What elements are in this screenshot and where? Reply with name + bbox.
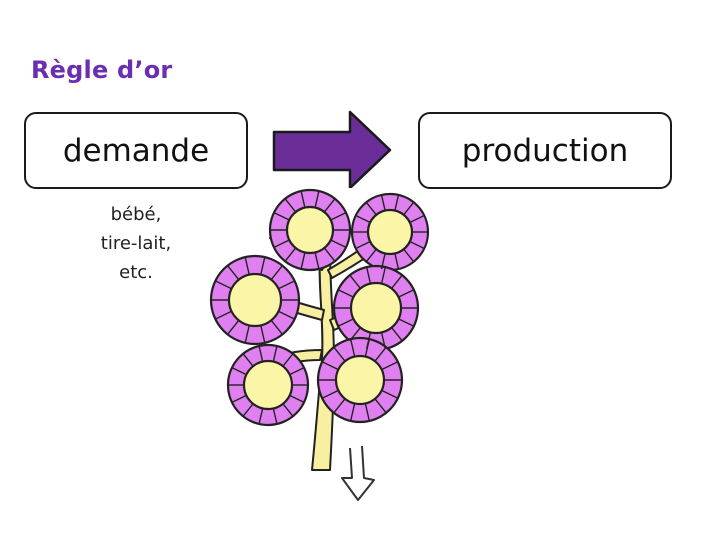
demand-label: demande	[62, 132, 210, 169]
cell-divider	[273, 212, 290, 221]
cell-divider	[244, 256, 250, 275]
cell-divider	[215, 310, 232, 320]
cell-divider	[394, 194, 400, 211]
cell-divider	[364, 338, 371, 357]
cell-divider	[284, 247, 297, 262]
demand-examples: bébé, tire-lait, etc.	[66, 200, 206, 287]
production-box: production	[418, 112, 672, 189]
cell-divider	[272, 408, 278, 425]
cell-divider	[330, 212, 347, 221]
cell-divider	[321, 361, 339, 371]
cell-divider	[374, 346, 387, 362]
cell-divider	[398, 289, 415, 298]
cell-divider	[355, 240, 371, 250]
cell-divider	[349, 274, 361, 289]
cell-divider	[284, 198, 297, 213]
mammary-alveoli-illustration	[209, 188, 430, 501]
cell-divider	[381, 389, 399, 399]
cell-divider	[258, 408, 264, 425]
cell-divider	[403, 201, 415, 216]
demand-example-item: tire-lait,	[100, 233, 172, 254]
cell-divider	[333, 346, 346, 362]
cell-divider	[380, 266, 387, 284]
cell-divider	[323, 198, 336, 213]
cell-divider	[289, 394, 305, 403]
right-arrow-icon	[272, 110, 392, 188]
cell-divider	[300, 190, 306, 208]
cell-divider	[380, 253, 386, 270]
cell-divider	[349, 403, 356, 422]
demand-box: demande	[24, 112, 248, 189]
cell-divider	[398, 318, 415, 327]
cell-divider	[242, 353, 254, 367]
cell-divider	[409, 240, 425, 250]
cell-divider	[270, 265, 283, 281]
cell-divider	[282, 403, 294, 417]
cell-divider	[337, 289, 354, 298]
cell-divider	[391, 327, 403, 342]
cell-divider	[403, 248, 415, 263]
cell-divider	[380, 194, 386, 211]
down-arrow-icon	[341, 445, 375, 501]
cell-divider	[227, 319, 240, 335]
cell-divider	[278, 310, 295, 320]
cell-divider	[337, 318, 354, 327]
cell-divider	[330, 239, 347, 248]
cell-divider	[323, 247, 336, 262]
cell-divider	[365, 266, 372, 284]
cell-divider	[365, 201, 377, 216]
cell-divider	[231, 367, 247, 376]
cell-divider	[355, 214, 371, 224]
cell-divider	[260, 325, 266, 344]
cell-divider	[349, 338, 356, 357]
demand-example-item: etc.	[119, 262, 153, 283]
cell-divider	[227, 265, 240, 281]
cell-divider	[260, 256, 266, 275]
cell-divider	[289, 367, 305, 376]
cell-divider	[364, 403, 371, 422]
cell-divider	[258, 345, 264, 362]
cell-divider	[244, 325, 250, 344]
cell-divider	[314, 190, 320, 208]
cell-divider	[321, 389, 339, 399]
demand-example-item: bébé,	[110, 204, 162, 225]
cell-divider	[242, 403, 254, 417]
cell-divider	[381, 361, 399, 371]
cell-divider	[278, 280, 295, 290]
cell-divider	[374, 398, 387, 414]
cell-divider	[391, 274, 403, 289]
cell-divider	[272, 345, 278, 362]
cell-divider	[270, 319, 283, 335]
production-label: production	[461, 132, 629, 169]
cell-divider	[333, 398, 346, 414]
cell-divider	[300, 252, 306, 270]
cell-divider	[273, 239, 290, 248]
cell-divider	[231, 394, 247, 403]
cell-divider	[394, 253, 400, 270]
cell-divider	[282, 353, 294, 367]
cell-divider	[215, 280, 232, 290]
cell-divider	[365, 248, 377, 263]
cell-divider	[349, 327, 361, 342]
cell-divider	[409, 214, 425, 224]
cell-divider	[314, 252, 320, 270]
cell-divider	[380, 332, 387, 350]
slide-title: Règle d’or	[31, 56, 173, 84]
